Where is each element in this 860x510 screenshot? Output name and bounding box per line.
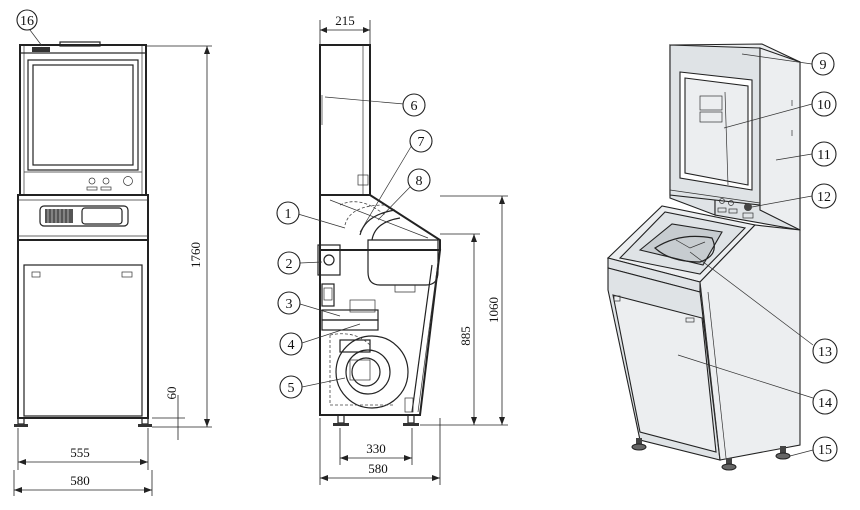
svg-text:5: 5 bbox=[288, 381, 295, 396]
front-foot-right bbox=[138, 424, 152, 427]
svg-text:14: 14 bbox=[818, 396, 832, 411]
side-view bbox=[317, 44, 442, 426]
front-card-slot bbox=[81, 207, 123, 225]
svg-text:1: 1 bbox=[285, 207, 292, 222]
side-sink bbox=[367, 239, 439, 286]
svg-text:2: 2 bbox=[286, 257, 293, 272]
front-upper-cabinet bbox=[19, 44, 147, 196]
side-basin-top bbox=[319, 194, 441, 251]
callout-1: 1 bbox=[276, 201, 346, 229]
callout-9: 9 bbox=[741, 52, 835, 76]
svg-text:16: 16 bbox=[20, 14, 34, 29]
svg-text:9: 9 bbox=[820, 58, 827, 73]
callout-12: 12 bbox=[751, 183, 837, 209]
dim-1760: 1760 bbox=[188, 242, 203, 268]
svg-text:12: 12 bbox=[817, 190, 831, 205]
front-foot-left bbox=[14, 424, 28, 427]
callout-13: 13 bbox=[689, 251, 838, 364]
svg-text:4: 4 bbox=[288, 338, 295, 353]
side-dimensions: 215 1060 885 330 580 bbox=[319, 13, 508, 485]
front-screen bbox=[32, 64, 134, 166]
svg-text:7: 7 bbox=[418, 135, 425, 150]
dim-215: 215 bbox=[335, 13, 355, 28]
side-upper-cabinet bbox=[319, 44, 371, 196]
front-lower-door bbox=[23, 264, 143, 417]
svg-text:13: 13 bbox=[818, 345, 832, 360]
svg-text:3: 3 bbox=[286, 297, 293, 312]
control-knob-3 bbox=[123, 176, 133, 186]
svg-text:10: 10 bbox=[817, 98, 831, 113]
callout-6: 6 bbox=[324, 93, 426, 117]
dim-555: 555 bbox=[70, 445, 90, 460]
dim-330: 330 bbox=[366, 441, 386, 456]
svg-text:6: 6 bbox=[411, 99, 418, 114]
front-control-panel bbox=[39, 205, 129, 227]
iso-lower-door bbox=[612, 294, 717, 453]
dim-580-side: 580 bbox=[368, 461, 388, 476]
iso-upper-side bbox=[759, 47, 801, 231]
callout-15: 15 bbox=[789, 436, 838, 462]
svg-text:15: 15 bbox=[818, 443, 832, 458]
callout-14: 14 bbox=[677, 354, 838, 415]
side-lower-body bbox=[319, 249, 442, 416]
callout-8: 8 bbox=[377, 168, 431, 221]
dim-60: 60 bbox=[164, 387, 179, 400]
dim-1060: 1060 bbox=[486, 297, 501, 323]
svg-text:11: 11 bbox=[817, 148, 830, 163]
control-knob-1 bbox=[88, 177, 96, 185]
front-speaker-grille bbox=[45, 209, 73, 223]
side-component-4 bbox=[321, 319, 379, 331]
front-view bbox=[14, 41, 152, 427]
callout-4: 4 bbox=[279, 323, 361, 356]
front-lower-cabinet bbox=[17, 239, 149, 419]
callout-11: 11 bbox=[775, 141, 837, 167]
callout-2: 2 bbox=[277, 251, 323, 275]
svg-text:8: 8 bbox=[416, 174, 423, 189]
side-component-2 bbox=[317, 244, 341, 276]
callout-10: 10 bbox=[723, 91, 837, 129]
dim-885: 885 bbox=[458, 326, 473, 346]
side-blower bbox=[335, 335, 409, 409]
front-screen-frame bbox=[27, 59, 139, 171]
front-dimensions: 1760 60 555 580 bbox=[13, 45, 212, 496]
callout-16: 16 bbox=[16, 9, 43, 47]
callout-3: 3 bbox=[277, 291, 341, 317]
callout-7: 7 bbox=[359, 129, 433, 233]
iso-view bbox=[606, 43, 801, 471]
control-knob-2 bbox=[102, 177, 110, 185]
logo-badge bbox=[32, 47, 50, 52]
dim-580-front: 580 bbox=[70, 473, 90, 488]
callout-5: 5 bbox=[279, 375, 346, 399]
